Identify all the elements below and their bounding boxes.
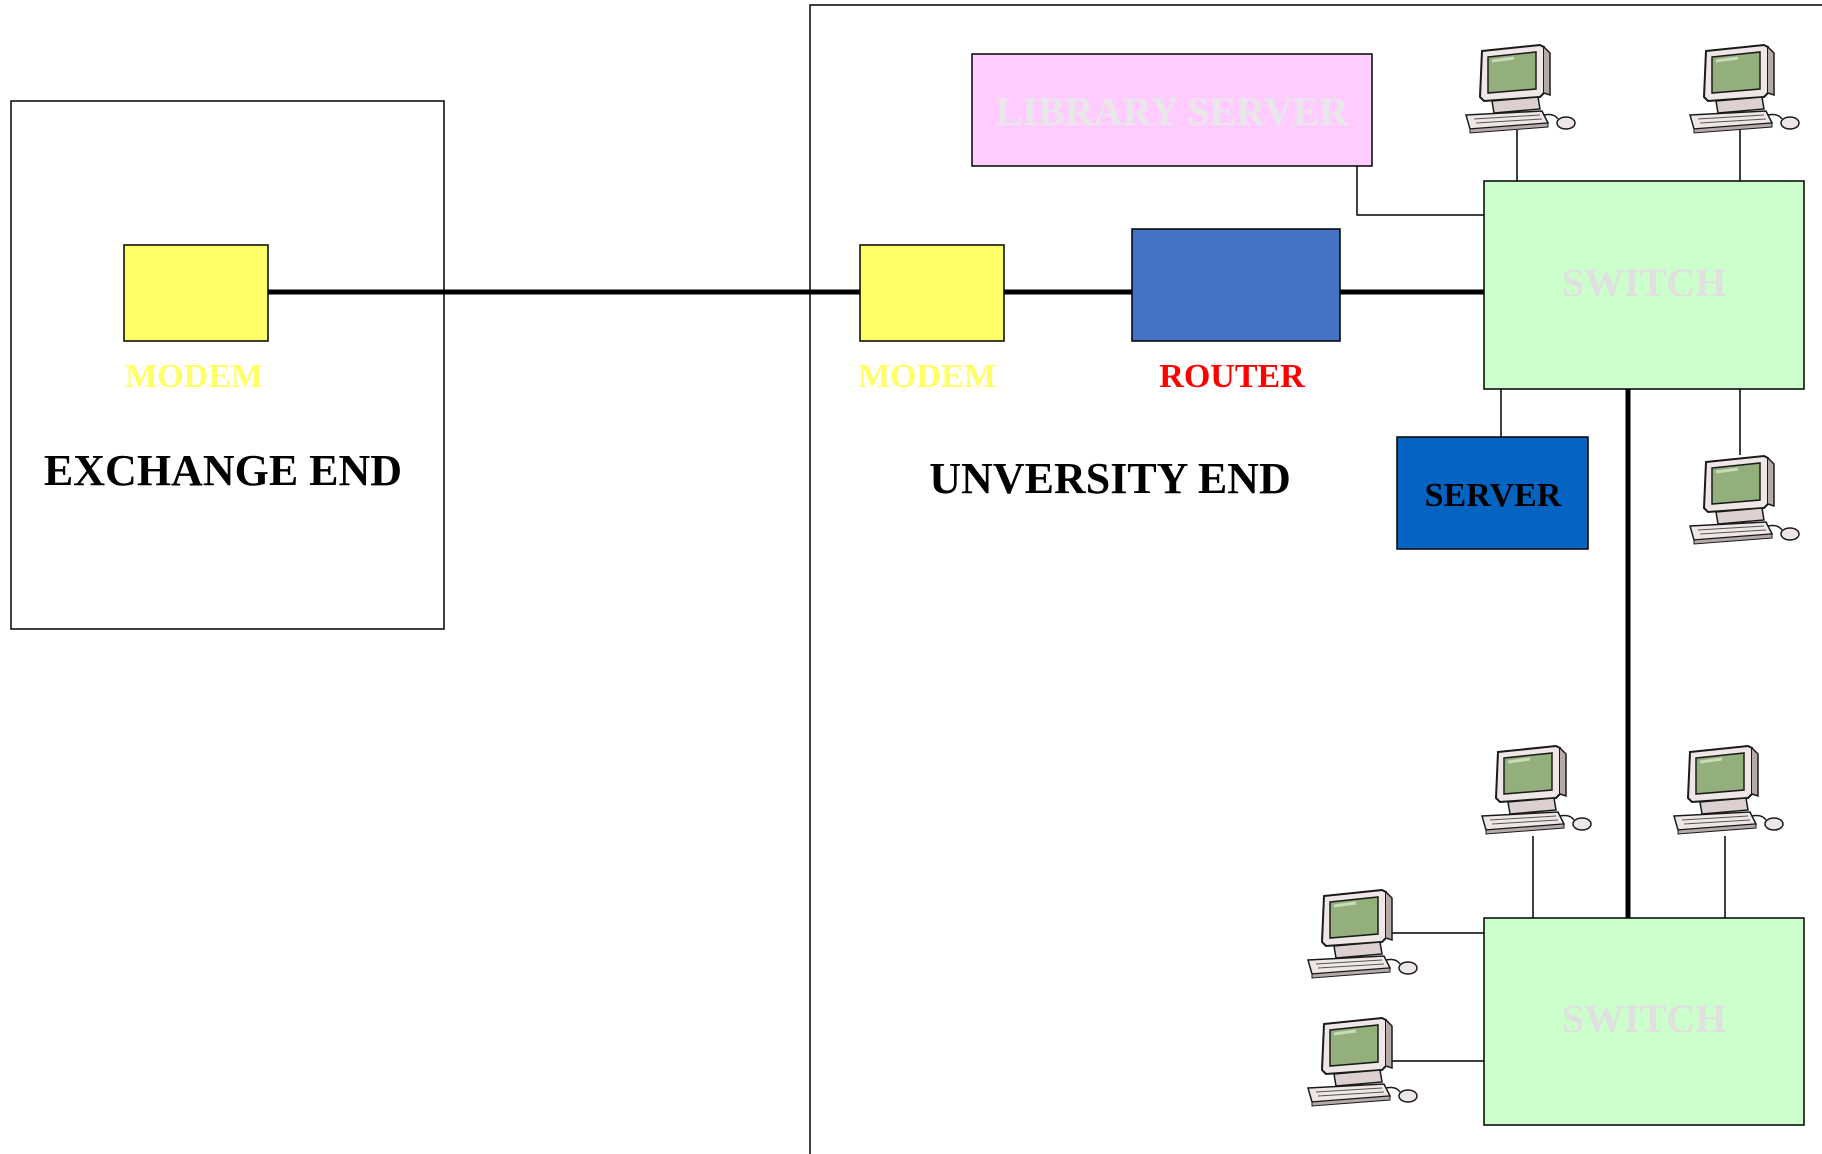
exchange-end-zone [10,100,445,630]
library-server-link [1356,166,1484,216]
server-box [1396,436,1589,550]
university-end-label: UNVERSITY END [929,454,1290,503]
computer-icon [1480,744,1593,836]
exchange-modem-box [123,244,269,342]
switch-top-label: SWITCH [1562,260,1727,305]
switch-top-box [1483,180,1805,390]
router-label: ROUTER [1159,358,1305,395]
server-label: SERVER [1425,477,1562,514]
university-modem-box [859,244,1005,342]
university-modem-label: MODEM [858,358,996,395]
library-server-label: LIBRARY SERVER [996,89,1350,134]
computer-icon [1306,888,1419,980]
computer-icon [1688,43,1801,135]
library-server-box [971,53,1373,167]
computer-icon [1688,454,1801,546]
switch-bottom-box [1483,917,1805,1126]
computer-icon [1672,744,1785,836]
exchange-end-label: EXCHANGE END [44,446,402,495]
computer-icon [1464,43,1577,135]
router-box [1131,228,1341,342]
computer-icon [1306,1016,1419,1108]
switch-bottom-label: SWITCH [1562,996,1727,1041]
exchange-modem-label: MODEM [125,358,263,395]
university-end-zone [809,4,1822,1154]
